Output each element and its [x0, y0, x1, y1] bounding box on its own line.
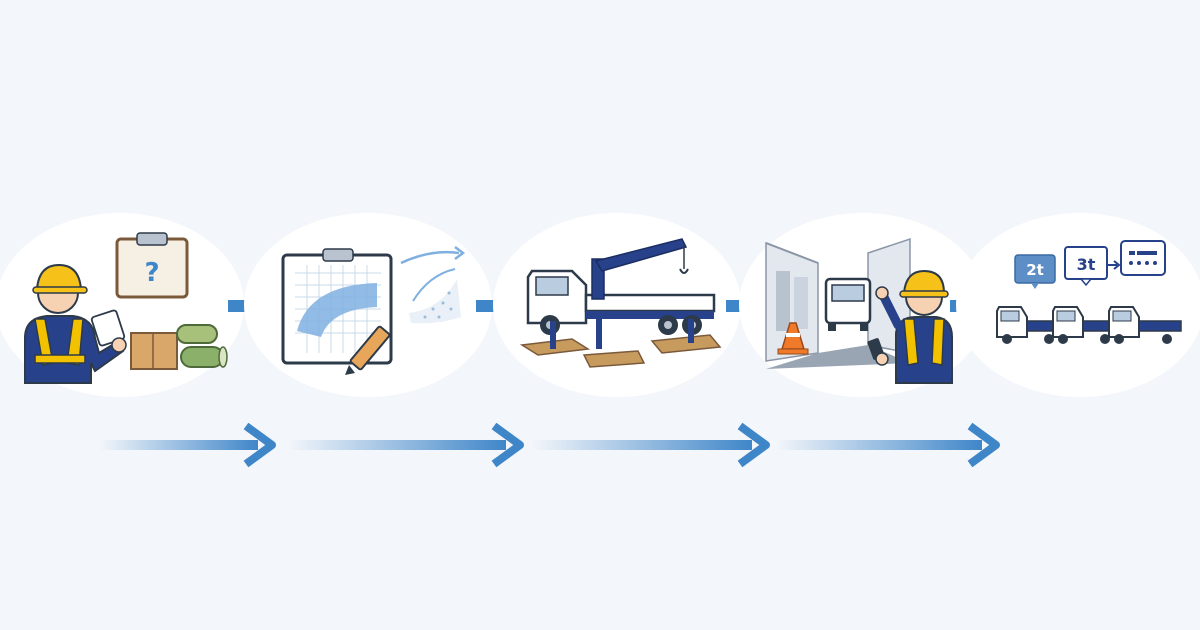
progress-arrow-3	[532, 422, 770, 468]
truck-fleet-icon	[996, 306, 1182, 344]
blueprint-clipboard-icon	[281, 248, 393, 365]
traffic-cone-icon	[777, 322, 809, 355]
step-truck-selection: 2t 3t	[955, 213, 1200, 398]
progress-arrow-4	[776, 422, 1000, 468]
swing-path-icon	[400, 246, 466, 324]
clipboard-question-icon: ?	[115, 232, 189, 299]
step-inspection: ?	[0, 213, 245, 398]
size-bubble-2t: 2t	[1014, 254, 1056, 289]
svg-text:?: ?	[144, 258, 159, 288]
crane-truck-icon	[526, 238, 716, 349]
step-crane-setup	[492, 213, 742, 398]
cargo-icon	[130, 324, 228, 370]
options-bubble-icon	[1120, 240, 1166, 276]
size-bubble-3t: 3t	[1064, 246, 1121, 287]
size-label-2t: 2t	[1026, 261, 1044, 279]
size-label-3t: 3t	[1077, 255, 1096, 274]
step-site-access	[738, 213, 988, 398]
worker-icon	[24, 263, 127, 384]
progress-arrow-2	[288, 422, 524, 468]
truck-front-icon	[824, 277, 872, 331]
pencil-icon	[345, 325, 391, 375]
step-lift-planning	[243, 213, 493, 398]
guide-worker-icon	[867, 269, 953, 384]
progress-arrow-1	[100, 422, 276, 468]
